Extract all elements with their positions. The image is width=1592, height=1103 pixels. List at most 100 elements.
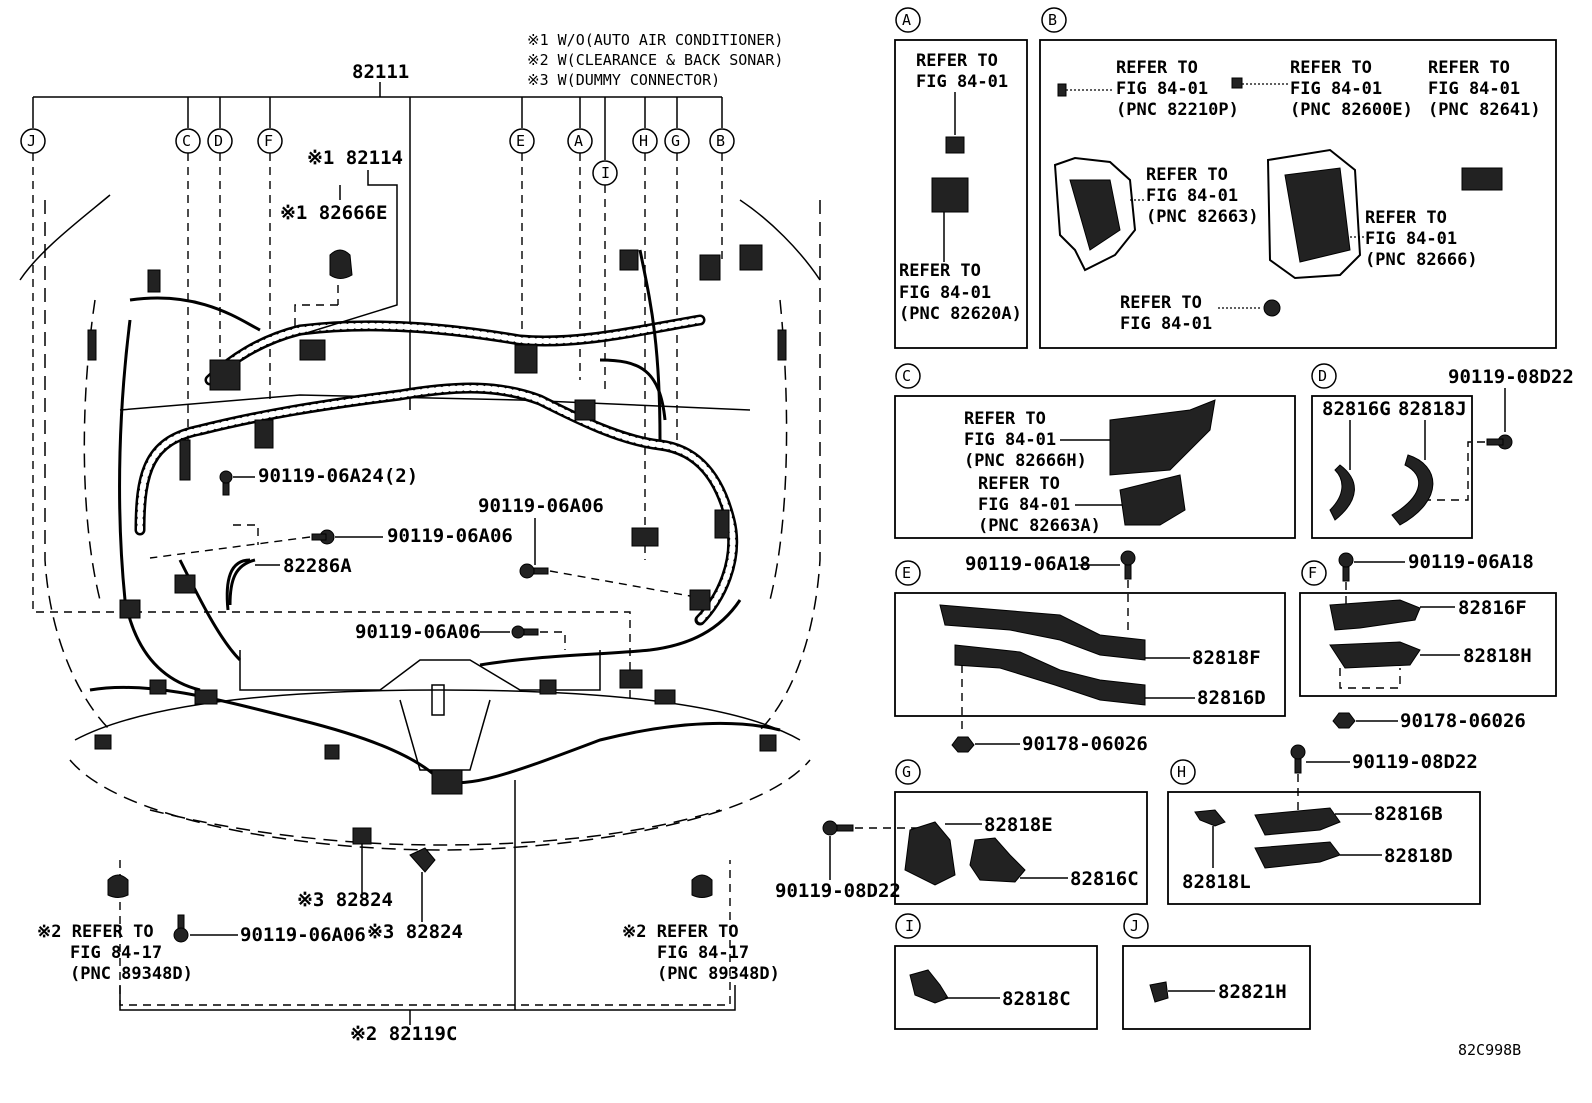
panel-B-r6-l2: FIG 84-01 xyxy=(1120,314,1212,334)
panel-D-bolt-label: 90119-08D22 xyxy=(1448,366,1574,388)
panel-B-r2-l2: FIG 84-01 xyxy=(1290,79,1382,99)
note-1: ※1 W/O(AUTO AIR CONDITIONER) xyxy=(527,31,783,49)
panel-D-letter: D xyxy=(1318,367,1327,385)
panel-A-ref2-line3: (PNC 82620A) xyxy=(899,304,1022,324)
panel-F: F 90119-06A18 82816F 82818H 90178-06026 xyxy=(1299,551,1557,732)
callout-D: D xyxy=(214,132,223,150)
panel-C-r2-l3: (PNC 82663A) xyxy=(978,516,1101,536)
label-90119-06A06-c: 90119-06A06 xyxy=(355,621,481,643)
panel-I-letter: I xyxy=(905,917,914,935)
panel-A: A REFER TO FIG 84-01 REFER TO FIG 84-01 … xyxy=(894,7,1028,349)
panel-A-ref2-line2: FIG 84-01 xyxy=(899,283,991,303)
panel-F-part-2: 82818H xyxy=(1463,645,1532,667)
figure-code: 82C998B xyxy=(1458,1041,1521,1059)
nut-icon xyxy=(951,736,975,753)
bolt-icon xyxy=(519,563,549,579)
panel-B-r3-l1: REFER TO xyxy=(1428,58,1510,78)
panel-B-r5-l1: REFER TO xyxy=(1365,208,1447,228)
panel-D: D 82816G 82818J 90119-08D22 xyxy=(1311,363,1574,539)
panel-E: E 90119-06A18 82818F 82816D 90178-06026 xyxy=(894,550,1286,755)
ref-right-3: (PNC 89348D) xyxy=(657,964,780,984)
label-82119C: ※2 82119C xyxy=(350,1023,457,1045)
panel-C-r2-l1: REFER TO xyxy=(978,474,1060,494)
panel-B-r1-l3: (PNC 82210P) xyxy=(1116,100,1239,120)
panel-C-r1-l2: FIG 84-01 xyxy=(964,430,1056,450)
panel-E-part-1: 82818F xyxy=(1192,647,1261,669)
panel-H-part-2: 82818D xyxy=(1384,845,1453,867)
panel-H-part-3: 82818L xyxy=(1182,871,1251,893)
panel-H-letter: H xyxy=(1177,763,1186,781)
panel-B-r5-l3: (PNC 82666) xyxy=(1365,250,1478,270)
panel-H-part-1: 82816B xyxy=(1374,803,1443,825)
label-82824-b: ※3 82824 xyxy=(367,921,463,943)
label-90119-06A06-b: 90119-06A06 xyxy=(478,495,604,517)
ref-left-3: (PNC 89348D) xyxy=(70,964,193,984)
panel-G-letter: G xyxy=(902,763,911,781)
panel-C-r2-l2: FIG 84-01 xyxy=(978,495,1070,515)
callout-J: J xyxy=(27,132,36,150)
panel-B-r2-l3: (PNC 82600E) xyxy=(1290,100,1413,120)
callout-E: E xyxy=(516,132,525,150)
label-90119-06A24: 90119-06A24(2) xyxy=(258,465,418,487)
vehicle-body xyxy=(19,194,821,1006)
panel-F-part-1: 82816F xyxy=(1458,597,1527,619)
panel-C-letter: C xyxy=(902,367,911,385)
label-82286A: 82286A xyxy=(283,555,352,577)
panel-C-r1-l3: (PNC 82666H) xyxy=(964,451,1087,471)
panel-I-part-1: 82818C xyxy=(1002,988,1071,1010)
panel-J-letter: J xyxy=(1130,917,1139,935)
panel-A-ref1-line1: REFER TO xyxy=(916,51,998,71)
panel-H-bolt-label: 90119-08D22 xyxy=(1352,751,1478,773)
panel-E-part-2: 82816D xyxy=(1197,687,1266,709)
callout-H: H xyxy=(639,132,648,150)
panel-G-bolt-label: 90119-08D22 xyxy=(775,880,901,902)
label-90119-06A06-a: 90119-06A06 xyxy=(387,525,513,547)
panel-C-r1-l1: REFER TO xyxy=(964,409,1046,429)
panel-J-part-1: 82821H xyxy=(1218,981,1287,1003)
panel-G: G 90119-08D22 82818E 82816C xyxy=(775,759,1148,905)
panel-B-r3-l3: (PNC 82641) xyxy=(1428,100,1541,120)
panel-F-bolt-label: 90119-06A18 xyxy=(1408,551,1534,573)
ref-left-1: ※2 REFER TO xyxy=(37,922,154,942)
panel-B-r6-l1: REFER TO xyxy=(1120,293,1202,313)
bolt-icon xyxy=(173,914,189,943)
note-2: ※2 W(CLEARANCE & BACK SONAR) xyxy=(527,51,783,69)
panel-A-ref1-line2: FIG 84-01 xyxy=(916,72,1008,92)
panel-J: J 82821H xyxy=(1122,913,1311,1030)
callout-A: A xyxy=(574,132,583,150)
panel-B-letter: B xyxy=(1048,11,1057,29)
callout-C: C xyxy=(182,132,191,150)
panel-F-letter: F xyxy=(1308,564,1317,582)
panel-B-r3-l2: FIG 84-01 xyxy=(1428,79,1520,99)
panel-G-part-1: 82818E xyxy=(984,814,1053,836)
callout-F: F xyxy=(264,132,273,150)
note-3: ※3 W(DUMMY CONNECTOR) xyxy=(527,71,720,89)
panel-B-r1-l1: REFER TO xyxy=(1116,58,1198,78)
panel-A-ref2-line1: REFER TO xyxy=(899,261,981,281)
panel-E-nut-label: 90178-06026 xyxy=(1022,733,1148,755)
panel-B-r5-l2: FIG 84-01 xyxy=(1365,229,1457,249)
panel-I: I 82818C xyxy=(894,913,1098,1030)
panel-B-r4-l2: FIG 84-01 xyxy=(1146,186,1238,206)
panel-D-part-2: 82818J xyxy=(1398,398,1467,420)
panel-B-r2-l1: REFER TO xyxy=(1290,58,1372,78)
panel-H: H 90119-08D22 82816B 82818D 82818L xyxy=(1167,744,1481,905)
main-labels: ※1 82114 ※1 82666E 90119-06A24(2) 90119-… xyxy=(37,147,780,1045)
bolt-icon xyxy=(1120,550,1136,580)
panel-D-part-1: 82816G xyxy=(1322,398,1391,420)
callout-circles: J C D F E A I H G B xyxy=(20,128,735,186)
wire-harness xyxy=(87,244,787,795)
ref-left-2: FIG 84-17 xyxy=(70,943,162,963)
panel-G-part-2: 82816C xyxy=(1070,868,1139,890)
part-82824-b xyxy=(409,847,436,873)
main-bracket xyxy=(32,82,723,410)
main-part-label: 82111 xyxy=(352,61,409,83)
ref-right-2: FIG 84-17 xyxy=(657,943,749,963)
label-82824-a: ※3 82824 xyxy=(297,889,393,911)
part-sensor-right xyxy=(691,874,713,898)
label-82114: ※1 82114 xyxy=(307,147,403,169)
bolt-icon xyxy=(219,470,233,496)
callout-B: B xyxy=(716,132,725,150)
part-82666E xyxy=(329,249,353,279)
part-82824-a xyxy=(352,827,372,845)
